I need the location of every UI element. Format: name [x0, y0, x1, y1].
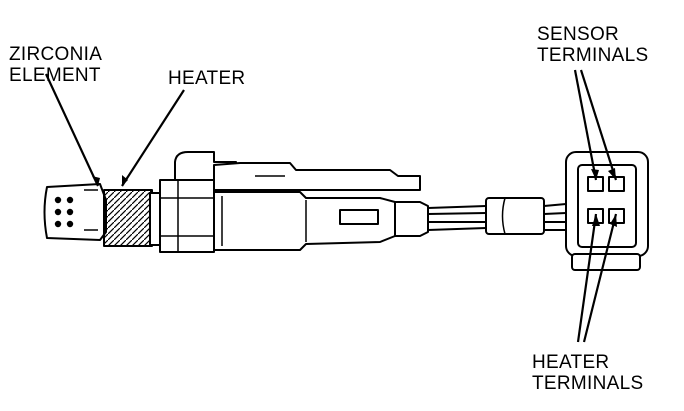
connector-face — [577, 164, 637, 248]
cable-boot — [394, 201, 429, 237]
leader-sensor-right — [579, 69, 618, 181]
sensor-tip — [43, 183, 107, 241]
leader-sensor-left — [573, 69, 598, 181]
body-window — [339, 209, 379, 225]
tip-vent-hole — [54, 208, 62, 216]
sensor-terminal-right — [608, 176, 625, 192]
arrowhead — [92, 176, 100, 186]
cable-wire — [543, 203, 567, 207]
gasket-washer — [149, 192, 161, 246]
cable-wire — [427, 227, 487, 231]
leader-heater — [121, 89, 185, 187]
sensor-terminals-label-line1: SENSOR — [537, 24, 620, 45]
leader-heater-term-right — [582, 213, 618, 343]
arrowhead — [591, 169, 599, 180]
tip-vent-hole — [66, 196, 74, 204]
cable-wire — [427, 212, 487, 215]
leader-heater-term-left — [576, 213, 598, 343]
arrowhead — [592, 214, 600, 226]
upper-shell — [213, 162, 421, 191]
tip-vent-hole — [54, 220, 62, 228]
heater-terminals-label-line2: TERMINALS — [532, 373, 644, 394]
heater-label: HEATER — [168, 68, 246, 89]
cable-break — [501, 197, 506, 235]
cable-wire — [543, 212, 567, 215]
heater-terminals-label-line1: HEATER — [532, 352, 610, 373]
zirconia-element-label-line2: ELEMENT — [9, 65, 101, 86]
tip-vent-hole — [54, 196, 62, 204]
arrowhead — [608, 168, 616, 180]
cable-wire — [427, 205, 487, 209]
arrowhead — [122, 175, 128, 186]
tip-vent-hole — [66, 220, 74, 228]
hex-nut — [159, 179, 215, 253]
heater-terminals-label: HEATER TERMINALS — [532, 352, 643, 394]
sensor-terminals-label-line2: TERMINALS — [537, 45, 649, 66]
leader-zirconia — [45, 73, 99, 187]
cable-sleeve — [485, 197, 545, 235]
zirconia-element-label: ZIRCONIA ELEMENT — [9, 44, 102, 86]
zirconia-element-label-line1: ZIRCONIA — [9, 44, 103, 65]
tip-hatching — [84, 189, 98, 231]
arrowhead — [610, 214, 617, 227]
hex-nut-edge — [160, 180, 214, 252]
sensor-terminals-label: SENSOR TERMINALS — [537, 24, 648, 66]
tip-vent-hole — [66, 208, 74, 216]
threaded-section — [103, 189, 153, 247]
